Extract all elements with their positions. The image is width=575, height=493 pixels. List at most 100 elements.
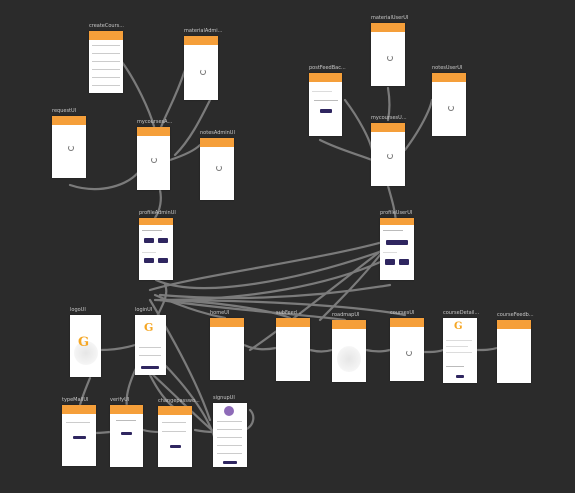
edge bbox=[158, 283, 392, 300]
screen-course-detail[interactable]: courseDetail... G bbox=[443, 310, 479, 383]
screen-courses[interactable]: coursesUI bbox=[390, 310, 424, 381]
screen-notes-admin[interactable]: notesAdminUI bbox=[200, 130, 235, 200]
app-logo-icon: G bbox=[144, 321, 154, 334]
screen-label: createCours... bbox=[89, 23, 125, 29]
screen-label: profileUserUI bbox=[380, 210, 413, 216]
screen-roadmap[interactable]: roadmapUI bbox=[332, 312, 366, 382]
screen-label: typeMailUI bbox=[62, 397, 89, 403]
screen-label: subFeed... bbox=[276, 310, 302, 316]
loading-icon bbox=[387, 55, 393, 61]
app-bar bbox=[184, 36, 218, 45]
screen-course-feedback[interactable]: courseFeedb... bbox=[497, 312, 534, 383]
screen-material-admin[interactable]: materialAdmi... bbox=[184, 28, 222, 100]
confirm-password-field[interactable] bbox=[162, 431, 186, 432]
change-button[interactable] bbox=[170, 445, 181, 448]
screen-login[interactable]: loginUI G bbox=[135, 307, 166, 375]
screen-change-password[interactable]: changepasswo... bbox=[158, 398, 200, 467]
screen-sub-feed[interactable]: subFeed... bbox=[276, 310, 310, 381]
submit-button[interactable] bbox=[320, 109, 332, 113]
screen-notes-user[interactable]: notesUserUI bbox=[432, 65, 466, 136]
enroll-button[interactable] bbox=[456, 375, 464, 378]
loading-icon bbox=[68, 145, 74, 151]
loading-icon bbox=[216, 165, 222, 171]
email-field[interactable] bbox=[66, 422, 90, 423]
screen-label: roadmapUI bbox=[332, 312, 360, 318]
edge bbox=[308, 348, 334, 353]
screen-mycourses-admin[interactable]: mycoursesA... bbox=[137, 119, 172, 190]
loading-icon bbox=[151, 157, 157, 163]
app-bar bbox=[432, 73, 466, 82]
screen-logo[interactable]: logoUI G bbox=[70, 307, 101, 377]
action-button[interactable] bbox=[385, 259, 395, 265]
loading-icon bbox=[406, 350, 412, 356]
screen-requests[interactable]: requestUI bbox=[52, 108, 86, 178]
edge bbox=[158, 298, 347, 322]
screen-type-mail[interactable]: typeMailUI bbox=[62, 397, 96, 466]
screen-label: loginUI bbox=[135, 307, 153, 313]
screen-profile-admin[interactable]: profileAdminUI bbox=[139, 210, 176, 280]
edge bbox=[318, 253, 382, 322]
edge bbox=[403, 98, 434, 152]
app-bar bbox=[276, 318, 310, 327]
screen-label: notesAdminUI bbox=[200, 130, 235, 136]
app-bar bbox=[497, 320, 531, 329]
edge bbox=[98, 343, 137, 352]
edge bbox=[343, 98, 374, 152]
screen-label: materialUserUI bbox=[371, 15, 409, 21]
login-button[interactable] bbox=[141, 366, 159, 369]
edge bbox=[364, 348, 392, 353]
loading-icon bbox=[387, 153, 393, 159]
screen-profile-user[interactable]: profileUserUI bbox=[380, 210, 414, 280]
edge bbox=[422, 348, 445, 354]
signup-button[interactable] bbox=[223, 461, 237, 464]
screen-home[interactable]: homeUI bbox=[210, 310, 244, 380]
edge bbox=[168, 143, 202, 162]
action-button[interactable] bbox=[144, 258, 154, 263]
edge bbox=[386, 184, 398, 224]
screen-label: verifyUI bbox=[110, 397, 130, 403]
app-bar bbox=[309, 73, 342, 82]
screen-material-user[interactable]: materialUserUI bbox=[371, 15, 408, 86]
app-bar bbox=[371, 23, 405, 32]
send-button[interactable] bbox=[73, 436, 86, 439]
screen-create-course[interactable]: createCours... bbox=[89, 23, 124, 93]
action-button[interactable] bbox=[386, 240, 408, 245]
action-button[interactable] bbox=[158, 258, 168, 263]
edge bbox=[318, 138, 374, 162]
screen-mycourses-user[interactable]: mycoursesU... bbox=[371, 115, 407, 186]
app-logo-icon: G bbox=[454, 321, 463, 332]
edge bbox=[148, 238, 392, 292]
edge bbox=[158, 258, 387, 302]
app-bar bbox=[89, 31, 123, 40]
edge bbox=[193, 428, 216, 434]
screen-signup[interactable]: signupUI bbox=[213, 395, 247, 467]
screen-label: postFeedBac... bbox=[309, 65, 346, 71]
app-bar bbox=[210, 318, 244, 327]
screen-label: courseDetail... bbox=[443, 310, 480, 316]
password-field[interactable] bbox=[139, 355, 161, 356]
action-button[interactable] bbox=[399, 259, 409, 265]
action-button[interactable] bbox=[158, 238, 168, 243]
app-bar bbox=[52, 116, 86, 125]
loading-icon bbox=[448, 105, 454, 111]
app-bar bbox=[158, 406, 192, 415]
screen-post-feedback[interactable]: postFeedBac... bbox=[309, 65, 346, 136]
screen-label: signupUI bbox=[213, 395, 235, 401]
edge bbox=[242, 343, 278, 351]
app-bar bbox=[390, 318, 424, 327]
screen-label: coursesUI bbox=[390, 310, 415, 316]
action-button[interactable] bbox=[144, 238, 154, 243]
email-field[interactable] bbox=[139, 347, 161, 348]
password-field[interactable] bbox=[162, 422, 186, 423]
loading-icon bbox=[200, 69, 206, 75]
screen-verify[interactable]: verifyUI bbox=[110, 397, 143, 467]
verify-button[interactable] bbox=[121, 432, 132, 435]
screen-label: changepasswo... bbox=[158, 398, 200, 404]
app-bar bbox=[200, 138, 234, 147]
screen-label: materialAdmi... bbox=[184, 28, 223, 34]
app-bar bbox=[110, 405, 143, 414]
screen-label: mycoursesU... bbox=[371, 115, 407, 121]
edge bbox=[154, 248, 387, 290]
app-bar bbox=[137, 127, 170, 136]
